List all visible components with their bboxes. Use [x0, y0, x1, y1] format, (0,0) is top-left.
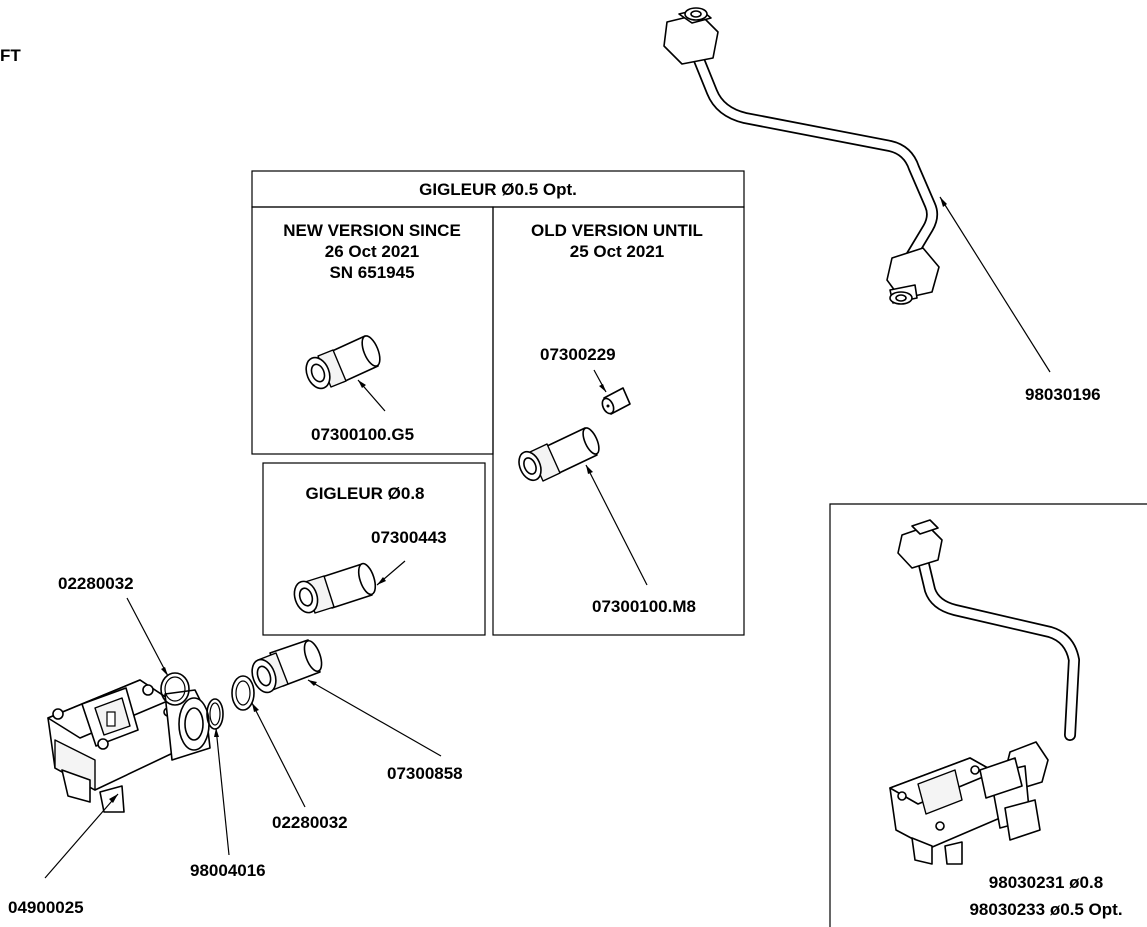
assembly-line2: 98030233 ø0.5 Opt. [969, 900, 1122, 919]
part-02280032-upper: 02280032 [58, 574, 134, 593]
old-version-line1: OLD VERSION UNTIL [531, 221, 703, 240]
seal-ring-lower-drawing [231, 675, 255, 711]
new-version-line2: 26 Oct 2021 [325, 242, 420, 261]
header-fragment: FT [0, 46, 21, 65]
assembly-line1: 98030231 ø0.8 [989, 873, 1103, 892]
assembly-box: 98030231 ø0.8 98030233 ø0.5 Opt. [829, 503, 1147, 927]
jet-08-box: GIGLEUR Ø0.8 07300443 [262, 462, 486, 636]
part-04900025: 04900025 [8, 898, 84, 917]
part-07300100-m8: 07300100.M8 [592, 597, 696, 616]
part-98030196: 98030196 [1025, 385, 1101, 404]
new-version-line1: NEW VERSION SINCE [283, 221, 461, 240]
jet-05-title: GIGLEUR Ø0.5 Opt. [419, 180, 577, 199]
pipe-drawing [663, 7, 940, 305]
jet-05-box: GIGLEUR Ø0.5 Opt. NEW VERSION SINCE 26 O… [251, 170, 745, 636]
part-07300858: 07300858 [387, 764, 463, 783]
fitting-drawing [251, 639, 323, 694]
part-07300100-g5: 07300100.G5 [311, 425, 414, 444]
jet-08-title: GIGLEUR Ø0.8 [305, 484, 424, 503]
jet-m8-drawing [518, 427, 600, 482]
assembly-drawing [889, 519, 1080, 865]
new-version-line3: SN 651945 [329, 263, 414, 282]
part-07300443: 07300443 [371, 528, 447, 547]
old-version-line2: 25 Oct 2021 [570, 242, 665, 261]
jet-insert-drawing [601, 387, 631, 415]
jet-g5-drawing [305, 335, 381, 390]
seal-ring-upper-drawing [160, 672, 190, 706]
part-07300229: 07300229 [540, 345, 616, 364]
flowmeter-drawing [47, 679, 211, 813]
part-02280032-lower: 02280032 [272, 813, 348, 832]
jet-07300443-drawing [293, 562, 377, 614]
part-98004016: 98004016 [190, 861, 266, 880]
oring-drawing [206, 698, 224, 730]
